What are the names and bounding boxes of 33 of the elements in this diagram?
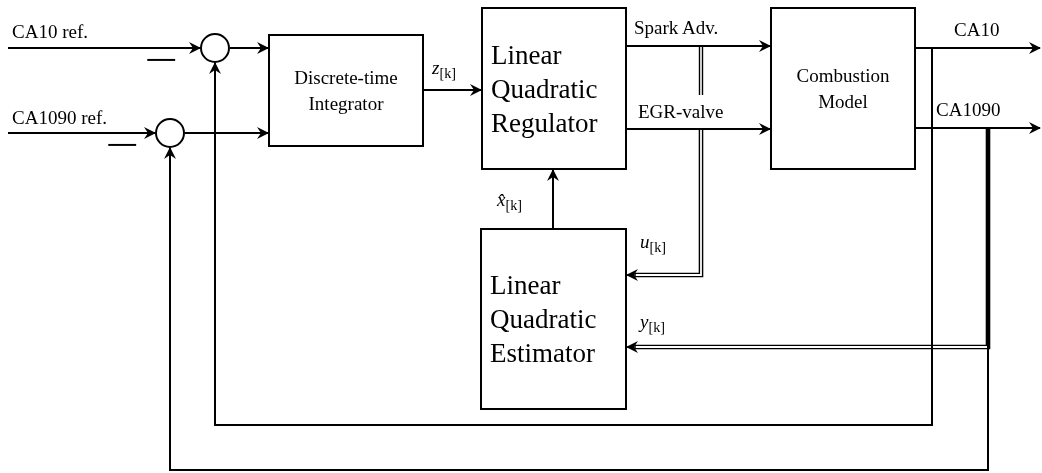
arrow: [7, 127, 156, 139]
block-label: Combustion Model: [795, 63, 891, 114]
edge-label: CA10: [954, 18, 1000, 42]
block-label: Discrete-time Integrator: [293, 65, 399, 116]
edge-label: CA1090: [936, 98, 1001, 122]
summing-junction: [155, 118, 185, 148]
block-label: Linear Quadratic Regulator: [491, 38, 599, 140]
arrow: [423, 84, 482, 96]
edge-label: CA1090 ref.: [12, 106, 107, 130]
edge-label: x̂$_{[k]}$: [497, 188, 523, 212]
process-box: [268, 34, 424, 147]
arrow: [626, 40, 771, 52]
summing-junction: [200, 33, 230, 63]
arrow: [209, 47, 933, 426]
arrow: [7, 42, 201, 54]
minus-sign: −: [105, 123, 140, 167]
process-box: [770, 7, 916, 170]
arrow: [547, 169, 559, 229]
arrow: [626, 45, 704, 281]
process-box: [480, 228, 627, 410]
edge-label: y$_{[k]}$: [640, 310, 666, 334]
arrow: [229, 42, 269, 54]
edge-label: u$_{[k]}$: [640, 230, 667, 254]
minus-sign: −: [144, 38, 179, 82]
block-label: Linear Quadratic Estimator: [490, 269, 598, 370]
arrow: [164, 127, 989, 471]
edge-label: CA10 ref.: [12, 20, 88, 44]
arrow: [184, 127, 269, 139]
arrow: [626, 127, 991, 353]
process-box: [481, 7, 627, 170]
edge-label: z$_{[k]}$: [432, 56, 457, 80]
edge-label: Spark Adv.: [634, 16, 719, 40]
edge-label: EGR-valve: [638, 100, 724, 124]
